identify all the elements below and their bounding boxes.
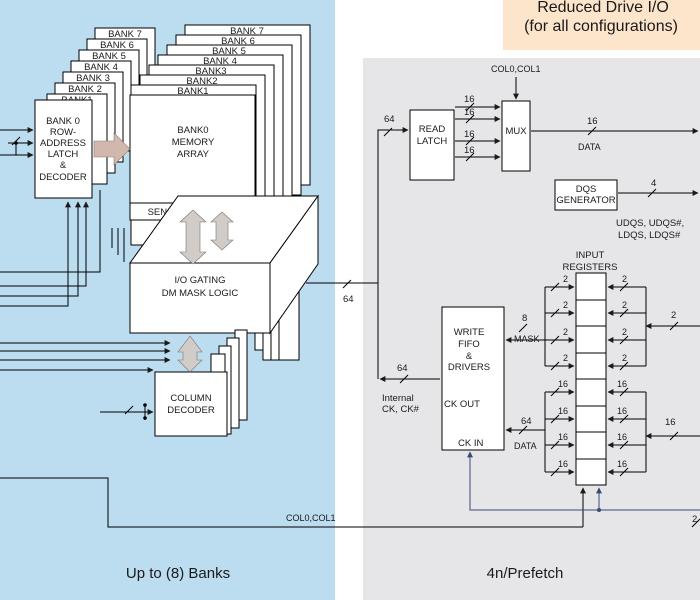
- reg-right-width: 2: [622, 274, 627, 284]
- dqs-gen-line-2: GENERATOR: [556, 195, 615, 206]
- write-fifo-line-1: WRITE: [454, 327, 485, 338]
- mux-in-width-2: 16: [464, 107, 475, 118]
- row-latch-stack-label: BANK 4: [84, 62, 118, 73]
- ck-out-label: CK OUT: [444, 399, 480, 410]
- dqs-signals-line-1: UDQS, UDQS#,: [616, 218, 684, 229]
- header-box: [503, 0, 700, 50]
- reg-right-width: 16: [617, 432, 627, 442]
- dqs-signals-line-2: LDQS, LDQS#: [618, 230, 681, 241]
- reg-right-width: 2: [622, 327, 627, 337]
- memory-stack-label: BANK 5: [212, 46, 246, 57]
- memory-array-line-1: BANK0: [177, 125, 208, 136]
- mux-block: [501, 100, 531, 172]
- column-decoder-block: [154, 371, 228, 437]
- col-top-label: COL0,COL1: [491, 64, 541, 74]
- fifo-to-io-width: 64: [397, 363, 408, 374]
- data-out-label: DATA: [578, 142, 601, 152]
- reg-left-width: 16: [558, 432, 568, 442]
- reg-left-width: 16: [558, 406, 568, 416]
- write-fifo-line-4: DRIVERS: [448, 362, 490, 373]
- row-latch-line-1: BANK 0: [46, 116, 80, 127]
- memory-stack-label: BANK2: [186, 76, 217, 87]
- mux-in-width-1: 16: [464, 94, 475, 105]
- reg-right-width: 16: [617, 459, 627, 469]
- reg-right-width: 16: [617, 406, 627, 416]
- input-register-wires: 2 2 2 2 2 2 2 2 16 16 16 16 16 16 16 16: [544, 274, 647, 477]
- internal-ck-line-2: CK, CK#: [382, 404, 420, 415]
- row-latch-line-3: ADDRESS: [40, 138, 86, 149]
- row-latch-stack-label: BANK 6: [100, 40, 134, 51]
- row-latch-line-2: ROW-: [50, 127, 76, 138]
- row-latch-stack-label: BANK 3: [76, 73, 110, 84]
- reg-left-width: 2: [563, 274, 568, 284]
- row-latch-line-5: &: [60, 160, 67, 171]
- write-fifo-block: [441, 306, 505, 451]
- row-address-latch-block: [34, 99, 93, 199]
- dqs-out-width: 4: [651, 178, 656, 189]
- reg-left-width: 16: [558, 459, 568, 469]
- column-decoder-line-2: DECODER: [167, 405, 215, 416]
- prefetch-panel-caption: 4n/Prefetch: [487, 565, 564, 582]
- input-registers-line-2: REGISTERS: [563, 262, 618, 273]
- mux-label: MUX: [505, 126, 527, 137]
- row-latch-line-6: DECODER: [39, 172, 87, 183]
- input-registers-line-1: INPUT: [576, 250, 605, 261]
- reg-left-width: 2: [563, 327, 568, 337]
- row-latch-stack-label: BANK 7: [108, 29, 142, 40]
- header-line-1: Reduced Drive I/O: [537, 0, 669, 16]
- mask-in-width: 2: [671, 310, 676, 321]
- read-latch-in-width: 64: [384, 114, 395, 125]
- memory-stack-label: BANK 4: [203, 56, 237, 67]
- reg-right-width: 16: [617, 379, 627, 389]
- input-registers-block: [575, 272, 607, 486]
- read-latch-block: [409, 109, 455, 181]
- internal-ck-line-1: Internal: [382, 393, 414, 404]
- io-gating-line-1: I/O GATING: [174, 275, 225, 286]
- io-out-width: 64: [343, 294, 354, 305]
- dqs-generator-block: [554, 179, 618, 211]
- decoder-io-double-arrow: [177, 335, 203, 373]
- reg-left-width: 2: [563, 300, 568, 310]
- mask-width: 8: [522, 313, 527, 324]
- write-fifo-line-2: FIFO: [458, 339, 480, 350]
- data-in-label: DATA: [514, 441, 537, 451]
- memory-array-line-3: ARRAY: [177, 149, 210, 160]
- mux-in-width-3: 16: [464, 129, 475, 140]
- dqs-gen-line-1: DQS: [576, 184, 597, 195]
- col-right-width: 2: [692, 514, 697, 525]
- reg-left-width: 16: [558, 379, 568, 389]
- column-decoder-line-1: COLUMN: [170, 393, 211, 404]
- banks-panel-caption: Up to (8) Banks: [126, 565, 230, 582]
- latch-to-array-arrow: [93, 132, 131, 166]
- read-latch-line-1: READ: [419, 124, 446, 135]
- array-io-double-arrow-2: [210, 211, 234, 251]
- mux-in-width-4: 16: [464, 145, 475, 156]
- memory-stack-label: BANK1: [177, 86, 208, 97]
- reg-right-width: 2: [622, 300, 627, 310]
- read-latch-line-2: LATCH: [417, 136, 448, 147]
- header-line-2: (for all configurations): [524, 18, 678, 35]
- col-bottom-label: COL0,COL1: [286, 513, 336, 523]
- write-fifo-line-3: &: [466, 351, 473, 362]
- memory-stack-label: BANK3: [195, 66, 226, 77]
- memory-stack-label: BANK 7: [230, 26, 264, 37]
- ck-in-label: CK IN: [458, 438, 483, 449]
- data-in-right-width: 16: [665, 417, 676, 428]
- row-latch-stack-label: BANK 2: [68, 84, 102, 95]
- row-latch-stack-label: BANK 5: [92, 51, 126, 62]
- mask-label: MASK: [514, 334, 540, 344]
- reg-left-width: 2: [563, 353, 568, 363]
- array-io-double-arrow-1: [179, 209, 207, 265]
- io-gating-line-2: DM MASK LOGIC: [162, 288, 239, 299]
- memory-stack-label: BANK 6: [221, 36, 255, 47]
- io-gating-block: [129, 262, 271, 334]
- row-latch-line-4: LATCH: [48, 149, 79, 160]
- data-in-width: 64: [521, 416, 532, 427]
- mux-out-width: 16: [587, 116, 598, 127]
- reg-right-width: 2: [622, 353, 627, 363]
- memory-array-line-2: MEMORY: [172, 137, 215, 148]
